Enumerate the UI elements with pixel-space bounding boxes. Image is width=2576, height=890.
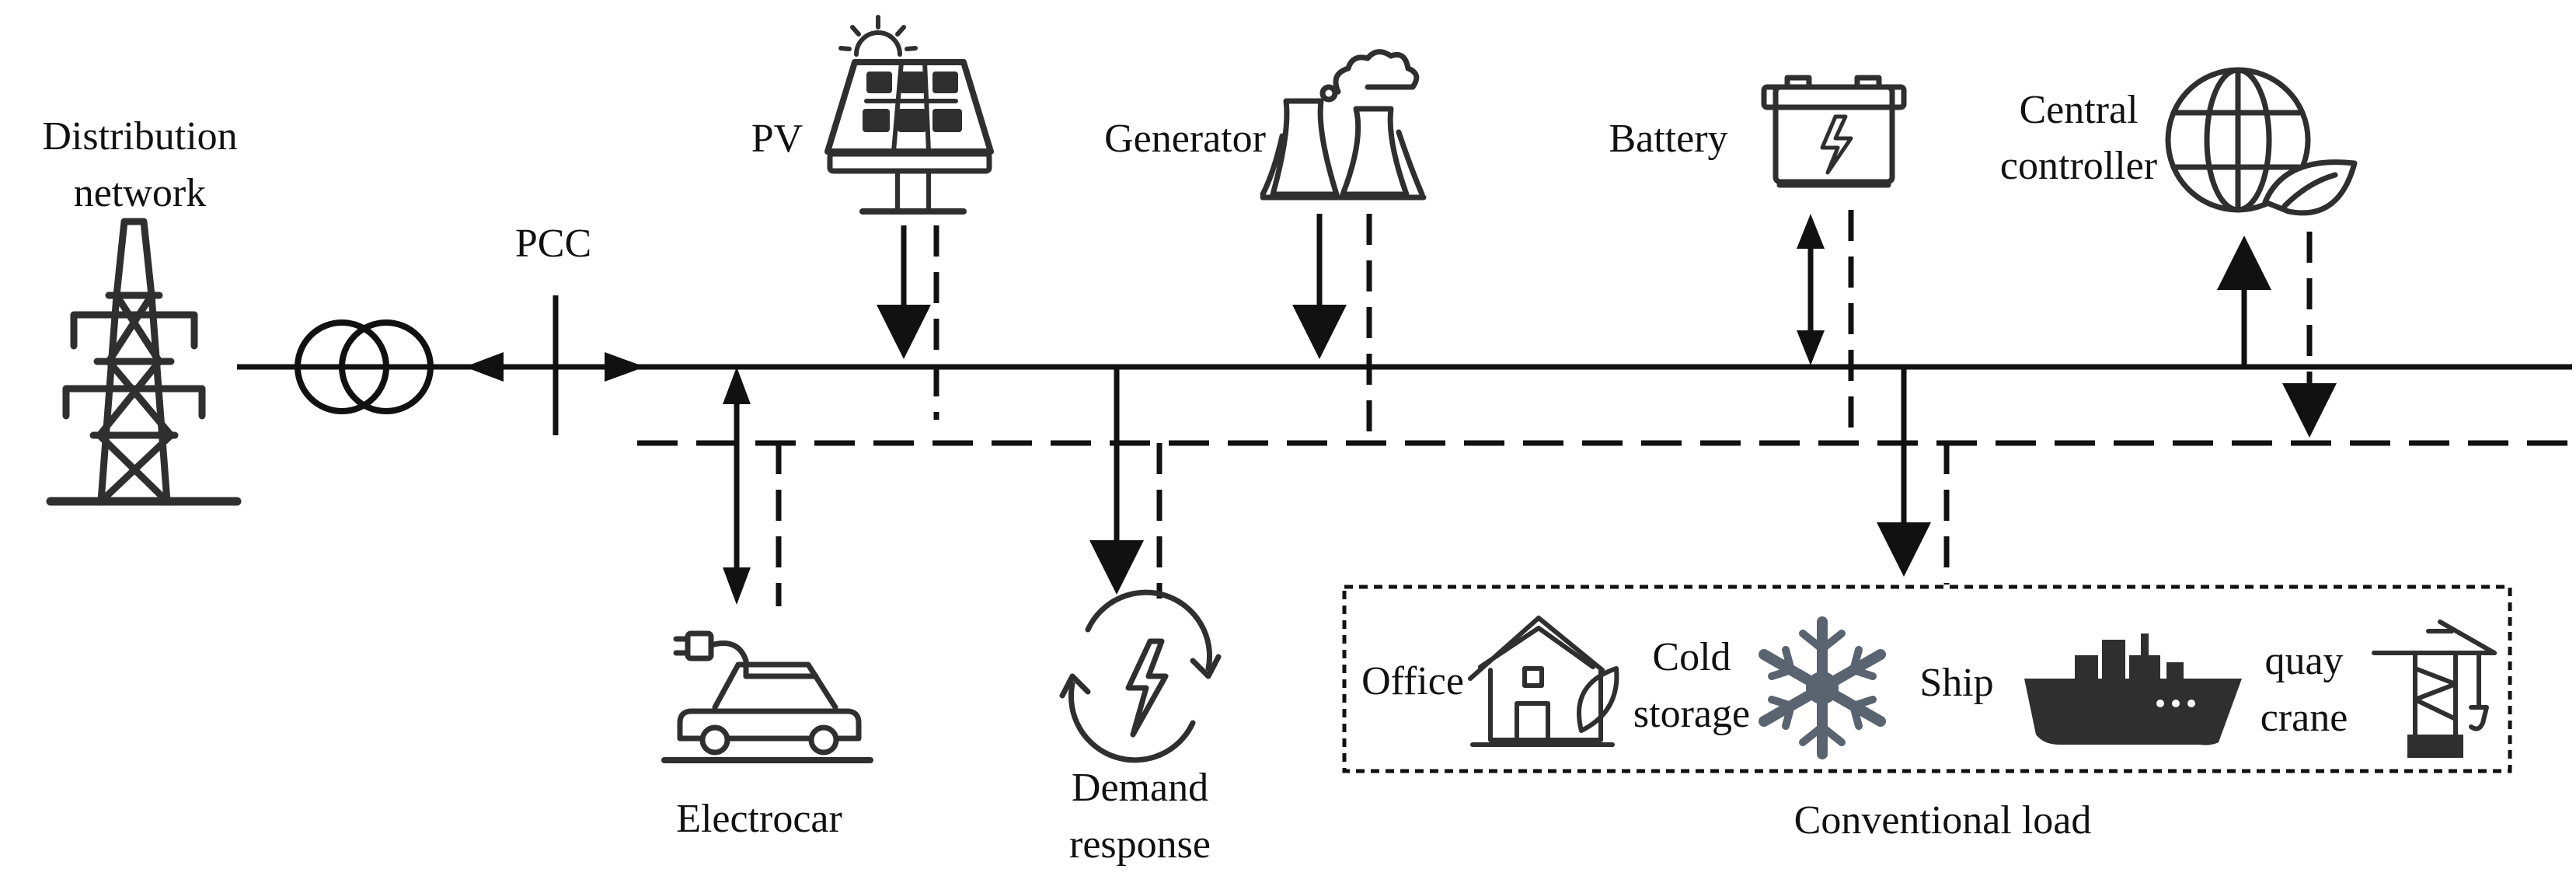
house-leaf-icon [1468,616,1619,747]
battery-label: Battery [1609,117,1727,161]
pcc-label: PCC [515,222,591,266]
quay-crane-label-2: crane [2261,696,2348,740]
globe-leaf-icon [2165,67,2358,216]
pcc-arrow-left [465,352,504,382]
demand-response-label: Demand [1072,766,1208,810]
electric-car-icon [661,630,873,763]
power-plant-icon [1260,49,1427,201]
cold-storage-label-2: storage [1633,692,1750,736]
transmission-tower-icon [46,218,242,506]
central-controller-label-2: controller [2000,144,2157,188]
conventional-load-box [1342,585,2512,773]
pv-label: PV [751,117,803,161]
transformer-icon [295,319,434,414]
snowflake-icon [1759,616,1886,759]
electrocar-arrow-down [723,567,751,605]
central-controller-label: Central [2019,88,2138,132]
demand-response-label-2: response [1069,822,1211,867]
generator-label: Generator [1104,117,1266,161]
demand-response-icon [1059,589,1222,763]
distribution-network-label: Distribution [42,114,237,159]
distribution-network-label-2: network [74,171,206,215]
ship-label: Ship [1919,661,1993,705]
electrocar-label: Electrocar [676,797,842,841]
office-label: Office [1361,659,1464,703]
battery-arrow-down [1797,330,1825,365]
conventional-load-label: Conventional load [1794,798,2092,843]
ship-icon [2024,633,2242,745]
quay-crane-label: quay [2264,639,2343,683]
cold-storage-label: Cold [1652,635,1731,679]
battery-icon [1761,75,1907,188]
solar-panel-icon [824,15,994,215]
battery-arrow-up [1797,214,1825,249]
crane-icon [2372,620,2497,758]
electrocar-arrow-up [723,367,751,404]
pcc-arrow-right [605,352,645,382]
